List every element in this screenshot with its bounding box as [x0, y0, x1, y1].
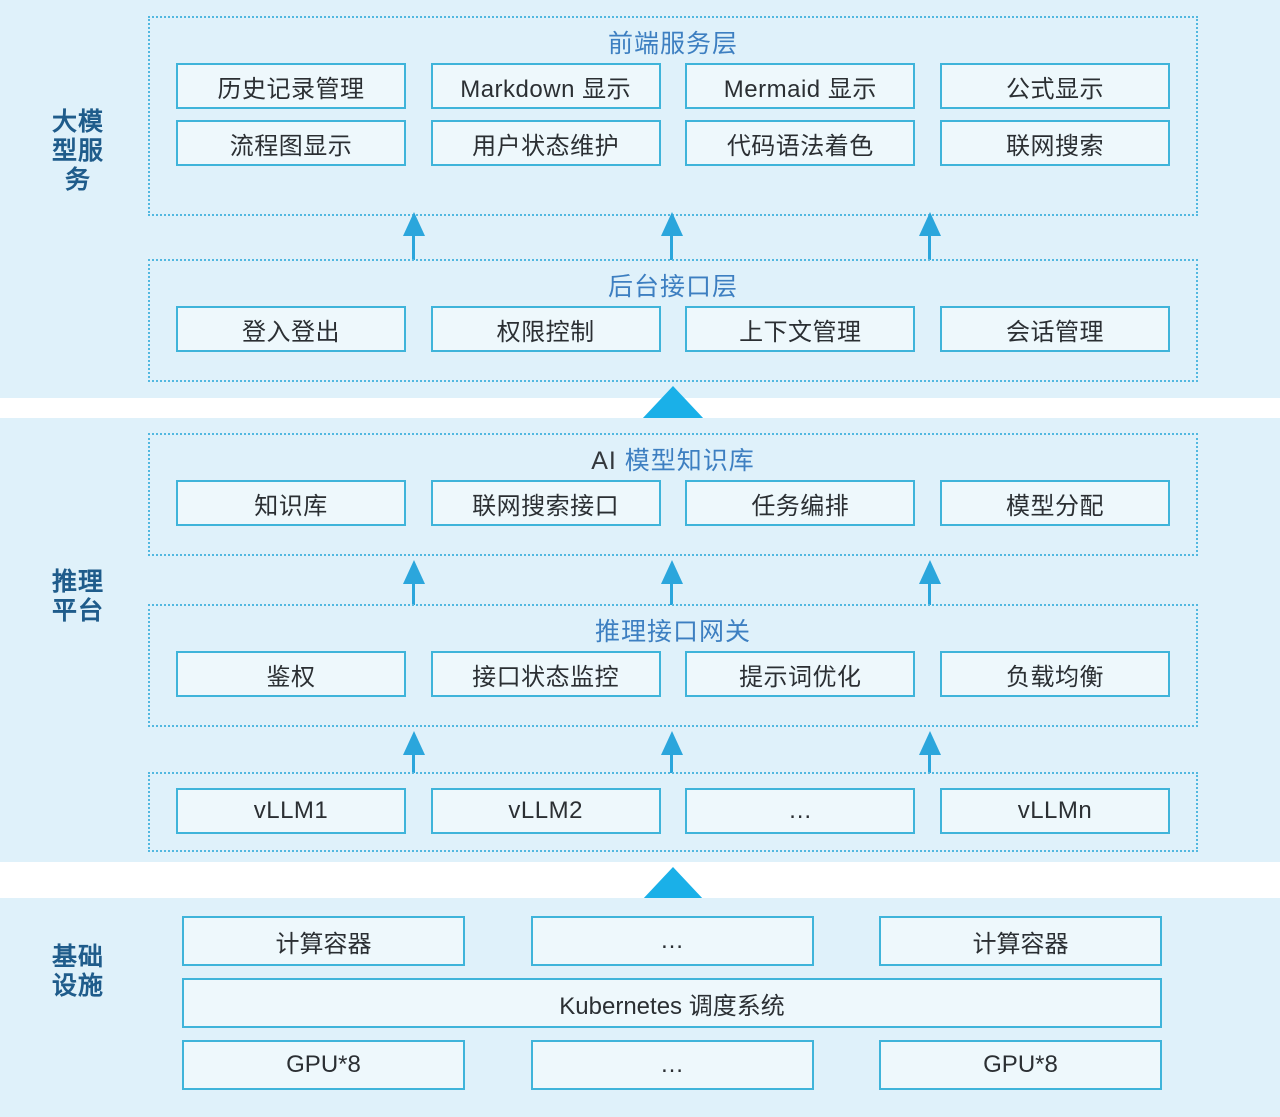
group-ai-model-knowledge-base: AI 模型知识库 知识库 联网搜索接口 任务编排 模型分配	[148, 433, 1198, 556]
group-title-frontend: 前端服务层	[607, 30, 738, 58]
box-formula-display[interactable]: 公式显示	[939, 63, 1170, 109]
upward-flow-arrow	[661, 560, 683, 605]
box-gpu-ellipsis[interactable]: …	[530, 1040, 814, 1090]
upward-flow-arrow	[403, 212, 425, 260]
box-vllm1[interactable]: vLLM1	[176, 788, 406, 834]
arrow-stem	[412, 222, 415, 260]
upward-flow-arrow	[661, 731, 683, 773]
group-title-backend: 后台接口层	[607, 273, 738, 301]
box-gpu-1[interactable]: GPU*8	[182, 1040, 465, 1090]
row-gpus: GPU*8 … GPU*8	[182, 1040, 1162, 1090]
block-arrow-head-icon	[642, 867, 704, 900]
upward-flow-arrow	[661, 212, 683, 260]
box-knowledge-base[interactable]: 知识库	[176, 480, 406, 526]
box-permission-control[interactable]: 权限控制	[430, 306, 661, 352]
box-user-state-maintenance[interactable]: 用户状态维护	[430, 120, 661, 166]
row-kubernetes: Kubernetes 调度系统	[182, 978, 1162, 1028]
arrow-stem	[670, 222, 673, 260]
section-label-infrastructure: 基础设施	[51, 943, 104, 1000]
upward-flow-arrow	[403, 731, 425, 773]
box-session-management[interactable]: 会话管理	[939, 306, 1170, 352]
box-prompt-optimization[interactable]: 提示词优化	[685, 651, 916, 697]
box-mermaid-display[interactable]: Mermaid 显示	[685, 63, 916, 109]
box-vllm-ellipsis[interactable]: …	[685, 788, 916, 834]
row-frontend-2: 流程图显示 用户状态维护 代码语法着色 联网搜索	[150, 120, 1196, 166]
upward-flow-arrow	[919, 560, 941, 605]
arrow-stem	[670, 741, 673, 773]
box-compute-container-1[interactable]: 计算容器	[182, 916, 465, 966]
row-gateway-1: 鉴权 接口状态监控 提示词优化 负载均衡	[150, 651, 1196, 697]
arrow-stem	[670, 570, 673, 605]
box-compute-container-2[interactable]: 计算容器	[879, 916, 1162, 966]
box-kubernetes-scheduler[interactable]: Kubernetes 调度系统	[182, 978, 1162, 1028]
arrow-stem	[928, 570, 931, 605]
box-context-management[interactable]: 上下文管理	[685, 306, 916, 352]
infrastructure-content: 计算容器 … 计算容器 Kubernetes 调度系统 GPU*8 … GPU*…	[182, 916, 1162, 1090]
group-title-knowledge-base: AI 模型知识库	[150, 435, 1196, 480]
box-markdown-display[interactable]: Markdown 显示	[430, 63, 661, 109]
box-vllmn[interactable]: vLLMn	[939, 788, 1170, 834]
section-label-llm-service: 大模型服务	[51, 108, 104, 194]
box-task-orchestration[interactable]: 任务编排	[685, 480, 916, 526]
box-authentication[interactable]: 鉴权	[176, 651, 406, 697]
block-arrow-head-icon	[642, 386, 704, 419]
box-login-logout[interactable]: 登入登出	[176, 306, 406, 352]
box-gpu-2[interactable]: GPU*8	[879, 1040, 1162, 1090]
box-api-status-monitor[interactable]: 接口状态监控	[430, 651, 661, 697]
upward-flow-arrow	[403, 560, 425, 605]
group-title-prefix-ai: AI	[591, 447, 625, 475]
arrow-stem	[412, 570, 415, 605]
box-history-management[interactable]: 历史记录管理	[176, 63, 406, 109]
group-vllm-instances: vLLM1 vLLM2 … vLLMn	[148, 772, 1198, 852]
row-vllm-1: vLLM1 vLLM2 … vLLMn	[150, 788, 1196, 834]
box-web-search-api[interactable]: 联网搜索接口	[430, 480, 661, 526]
row-backend-1: 登入登出 权限控制 上下文管理 会话管理	[150, 306, 1196, 352]
row-compute-containers: 计算容器 … 计算容器	[182, 916, 1162, 966]
upward-flow-arrow	[919, 212, 941, 260]
upward-flow-arrow	[919, 731, 941, 773]
box-compute-container-ellipsis[interactable]: …	[530, 916, 814, 966]
row-frontend-1: 历史记录管理 Markdown 显示 Mermaid 显示 公式显示	[150, 63, 1196, 109]
row-knowledge-1: 知识库 联网搜索接口 任务编排 模型分配	[150, 480, 1196, 526]
arrow-stem	[928, 741, 931, 773]
section-label-inference-platform: 推理平台	[51, 568, 104, 625]
box-web-search[interactable]: 联网搜索	[939, 120, 1170, 166]
box-load-balancing[interactable]: 负载均衡	[939, 651, 1170, 697]
box-code-syntax-highlight[interactable]: 代码语法着色	[685, 120, 916, 166]
box-flowchart-display[interactable]: 流程图显示	[176, 120, 406, 166]
box-vllm2[interactable]: vLLM2	[430, 788, 661, 834]
group-frontend-service-layer: 前端服务层 历史记录管理 Markdown 显示 Mermaid 显示 公式显示…	[148, 16, 1198, 216]
group-inference-api-gateway: 推理接口网关 鉴权 接口状态监控 提示词优化 负载均衡	[148, 604, 1198, 727]
group-backend-interface-layer: 后台接口层 登入登出 权限控制 上下文管理 会话管理	[148, 259, 1198, 382]
arrow-stem	[412, 741, 415, 773]
group-title-knowledge-base-text: 模型知识库	[624, 447, 755, 475]
arrow-stem	[928, 222, 931, 260]
group-title-gateway: 推理接口网关	[594, 618, 751, 646]
box-model-allocation[interactable]: 模型分配	[939, 480, 1170, 526]
